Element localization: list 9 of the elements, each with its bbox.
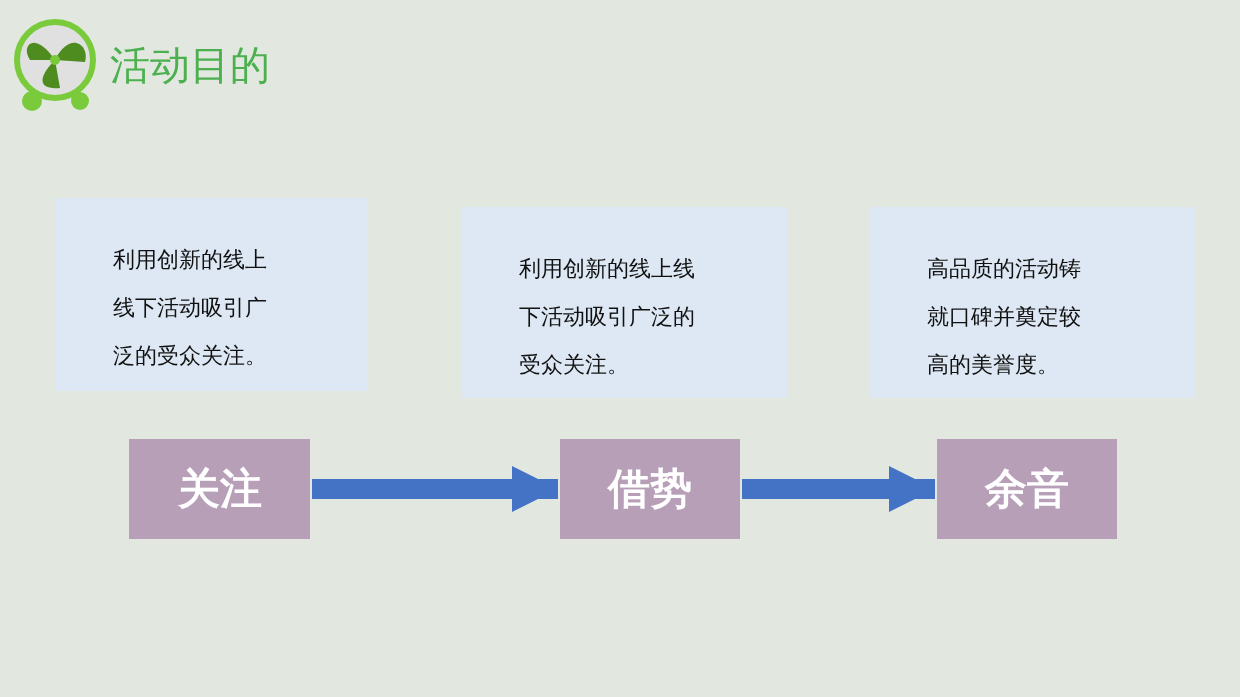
arrow [742, 466, 935, 512]
text-box: 利用创新的线上线下活动吸引广泛的受众关注。 [461, 207, 787, 398]
stage-box: 借势 [560, 439, 740, 539]
text-box: 利用创新的线上线下活动吸引广泛的受众关注。 [55, 198, 367, 391]
text-box: 高品质的活动铸就口碑并奠定较高的美誉度。 [869, 207, 1195, 398]
stage-box: 关注 [129, 439, 310, 539]
stage-box: 余音 [937, 439, 1117, 539]
title: 活动目的 [110, 41, 270, 90]
arrow [312, 466, 558, 512]
